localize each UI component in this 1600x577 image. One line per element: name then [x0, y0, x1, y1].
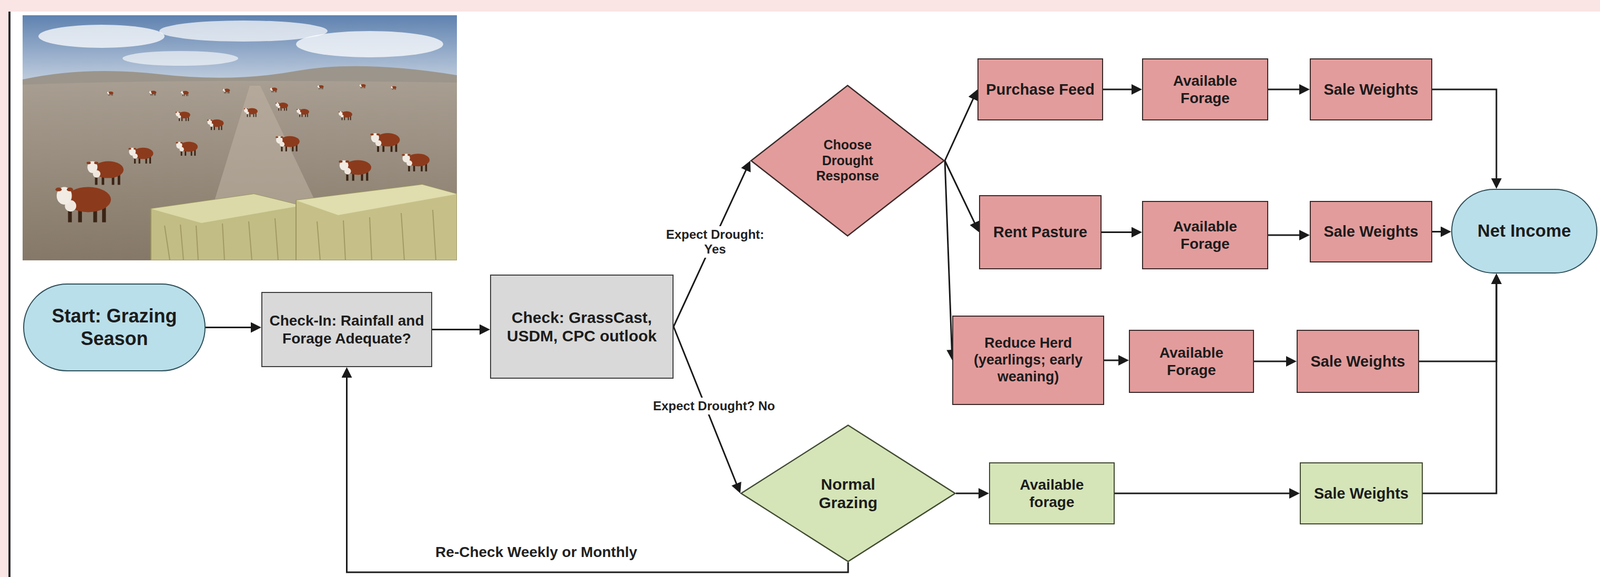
- connector: [1101, 231, 1137, 233]
- connector: [1104, 359, 1124, 362]
- diamond-outline: [740, 424, 956, 563]
- connector: [673, 165, 749, 327]
- cow: [370, 133, 400, 152]
- end-terminal: Net Income: [1451, 188, 1598, 274]
- node-text: Rent Pasture: [993, 222, 1088, 241]
- cow: [338, 159, 372, 181]
- check-box: Check: GrassCast, USDM, CPC outlook: [490, 274, 674, 379]
- straw-lines: [317, 209, 436, 261]
- connector: [944, 94, 976, 161]
- node-text: Choose Drought Response: [802, 137, 893, 185]
- connector: [1114, 492, 1295, 495]
- connector: [347, 372, 849, 573]
- connector: [944, 160, 953, 356]
- ground: [22, 80, 457, 261]
- cow: [243, 108, 258, 118]
- straw-lines: [164, 218, 279, 261]
- node-text: Purchase Feed: [985, 80, 1095, 99]
- cow: [401, 153, 430, 172]
- sale-box: Sale Weights: [1309, 200, 1433, 263]
- node-text: Sale Weights: [1310, 352, 1406, 371]
- cow: [148, 90, 157, 96]
- connector: [1103, 88, 1137, 91]
- cow: [269, 87, 278, 93]
- node-text: Check-In: Rainfall and Forage Adequate?: [268, 311, 425, 347]
- edge-label: Expect Drought: Yes: [654, 226, 777, 258]
- connector: [205, 326, 257, 329]
- cow: [338, 111, 353, 121]
- connector: [1268, 234, 1305, 237]
- cow: [175, 111, 191, 121]
- decision-diamond: Choose Drought Response: [750, 84, 945, 237]
- node-text: Available forage: [996, 475, 1108, 511]
- connector: [955, 492, 984, 495]
- cow: [222, 88, 230, 94]
- forage-box: Available forage: [989, 462, 1115, 525]
- diamond-shape: [741, 425, 956, 562]
- connectors: [205, 89, 1497, 573]
- hay-bale: [150, 194, 302, 261]
- node-text: Available Forage: [1136, 343, 1247, 379]
- node-text: Start: Grazing Season: [47, 304, 181, 350]
- check-box: Check-In: Rainfall and Forage Adequate?: [261, 291, 433, 368]
- cloud: [38, 24, 165, 48]
- sale-box: Sale Weights: [1309, 58, 1433, 121]
- cow: [390, 86, 397, 90]
- node-text: Sale Weights: [1313, 484, 1409, 503]
- sale-box: Sale Weights: [1299, 462, 1423, 525]
- cloud: [159, 20, 328, 42]
- node-text: Sale Weights: [1323, 222, 1419, 241]
- cow: [55, 186, 111, 222]
- cow: [128, 147, 154, 164]
- connector: [1254, 360, 1292, 363]
- node-text: Normal Grazing: [798, 474, 899, 513]
- cow: [175, 141, 198, 156]
- cow: [180, 90, 189, 97]
- edge-label: Re-Check Weekly or Monthly: [432, 542, 640, 562]
- cloud: [122, 51, 239, 66]
- cow: [275, 102, 289, 111]
- action-box: Reduce Herd (yearlings; early weaning): [952, 315, 1105, 405]
- node-text: Available Forage: [1149, 72, 1261, 107]
- sale-box: Sale Weights: [1296, 329, 1420, 393]
- forage-box: Available Forage: [1128, 329, 1255, 393]
- edge-label: Expect Drought? No: [650, 397, 778, 415]
- hay-bale: [296, 184, 457, 261]
- forage-box: Available Forage: [1142, 58, 1269, 121]
- cow: [86, 161, 124, 186]
- pasture-photo: [22, 15, 457, 261]
- connector: [944, 160, 977, 228]
- node-text: Sale Weights: [1323, 80, 1419, 99]
- node-text: Check: GrassCast, USDM, CPC outlook: [497, 308, 667, 346]
- start-terminal: Start: Grazing Season: [23, 283, 206, 372]
- connector: [1419, 278, 1497, 362]
- action-box: Rent Pasture: [979, 195, 1102, 270]
- cloud: [296, 31, 444, 58]
- connector: [1432, 89, 1497, 184]
- connector: [673, 326, 739, 489]
- diamond-shape: [751, 85, 945, 237]
- action-box: Purchase Feed: [977, 58, 1104, 121]
- cow: [207, 119, 224, 130]
- hay-bale-top: [150, 194, 302, 223]
- cow: [317, 85, 324, 90]
- cow: [275, 136, 300, 152]
- forage-box: Available Forage: [1142, 200, 1269, 270]
- connector: [1422, 278, 1497, 494]
- node-text: Reduce Herd (yearlings; early weaning): [959, 334, 1097, 386]
- decision-diamond: Normal Grazing: [740, 424, 956, 563]
- node-text: Net Income: [1477, 220, 1572, 242]
- cow: [106, 91, 114, 96]
- node-text: Available Forage: [1149, 217, 1261, 253]
- connector: [1268, 88, 1305, 91]
- connector: [432, 328, 485, 331]
- cow: [296, 108, 310, 117]
- connector: [1432, 230, 1446, 233]
- cow: [359, 84, 366, 89]
